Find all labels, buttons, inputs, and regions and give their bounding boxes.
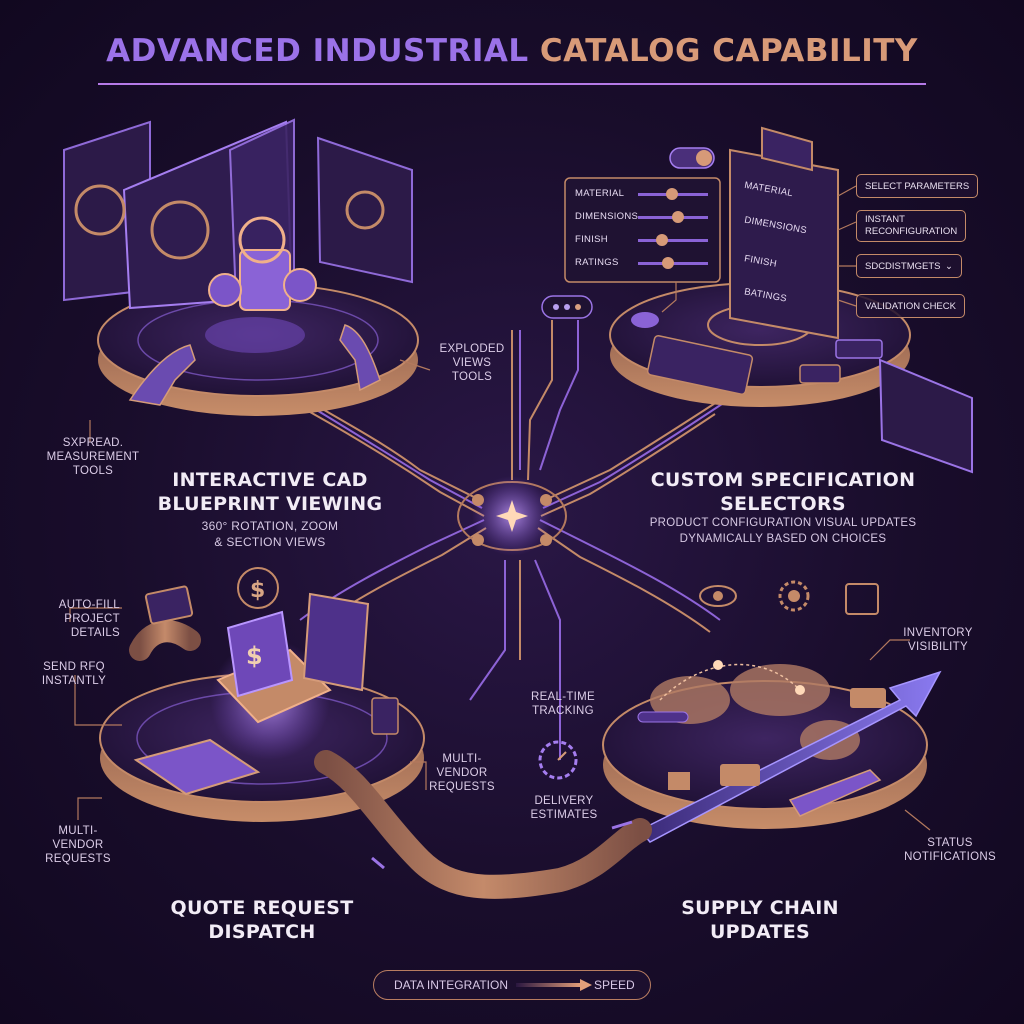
cad-label-center-2: Views (452, 357, 492, 369)
quote-multi-left-3: Requests (45, 853, 111, 865)
slider-label-ratings: Ratings (575, 257, 619, 268)
cad-label-center-1: Exploded (439, 343, 505, 355)
arrow-right-icon (516, 979, 592, 991)
callout-dropdown-value: SDCDISTMGETS (865, 260, 941, 272)
supply-label-inventory: Inventory Visibility (890, 626, 986, 654)
spec-subtitle: Product Configuration Visual Updates Dyn… (630, 515, 936, 547)
cad-heading-line2: Blueprint Viewing (157, 493, 383, 515)
quote-autofill-2: Project (64, 613, 120, 625)
cad-subtitle: 360° Rotation, Zoom & Section Views (150, 518, 390, 550)
footer-right-label: Speed (594, 978, 635, 992)
callout-instant-reconfiguration: Instant Reconfiguration (856, 210, 967, 242)
callout-dropdown[interactable]: SDCDISTMGETS ⌄ (856, 254, 962, 278)
supply-heading: Supply Chain Updates (640, 896, 880, 944)
cad-sub-line2: & Section Views (214, 535, 326, 549)
supply-status-1: Status (927, 837, 973, 849)
quote-autofill-3: Details (70, 627, 120, 639)
cad-label-measurement: Sxpread. Measurement Tools (38, 436, 148, 478)
slider-thumb[interactable] (662, 257, 674, 269)
callout-select-parameters: Select Parameters (856, 174, 979, 198)
cad-platform (63, 118, 419, 416)
quote-label-send: Send RFQ Instantly (24, 660, 124, 688)
slider-panel (564, 177, 721, 283)
callout-validation-check: Validation Check (856, 294, 965, 318)
supply-realtime-2: Tracking (532, 705, 594, 717)
quote-multi-mid-1: Multi- (442, 753, 482, 765)
slider-finish[interactable] (638, 234, 708, 246)
cad-heading: Interactive CAD Blueprint Viewing (150, 468, 390, 516)
quote-heading-line2: Dispatch (208, 921, 316, 943)
spec-heading-line2: Selectors (720, 493, 846, 515)
cad-label-left-1: Sxpread. (62, 437, 124, 449)
supply-label-delivery: Delivery Estimates (516, 794, 612, 822)
slider-label-material: Material (575, 188, 625, 199)
supply-realtime-1: Real-Time (530, 691, 596, 703)
spec-heading-line1: Custom Specification (650, 469, 916, 491)
slider-material[interactable] (638, 188, 708, 200)
gauge-icon (538, 740, 578, 780)
spec-platform (541, 126, 973, 474)
cad-heading-line1: Interactive CAD (172, 469, 368, 491)
slider-thumb[interactable] (666, 188, 678, 200)
supply-inventory-2: Visibility (908, 641, 968, 653)
cad-sub-line1: 360° Rotation, Zoom (201, 519, 339, 533)
quote-platform: $ $ (99, 567, 425, 822)
hub-star (496, 500, 528, 532)
svg-text:$: $ (250, 578, 265, 603)
slider-thumb[interactable] (656, 234, 668, 246)
cad-label-left-2: Measurement (46, 451, 140, 463)
callout-reconfiguration: Reconfiguration (865, 226, 958, 237)
slider-label-finish: Finish (575, 234, 608, 245)
supply-inventory-1: Inventory (903, 627, 973, 639)
spec-sub-line1: Product Configuration Visual Updates (649, 517, 917, 529)
page-title: Advanced Industrial Catalog Capability (0, 33, 1024, 69)
supply-heading-line2: Updates (709, 921, 811, 943)
quote-multi-left-1: Multi- (58, 825, 98, 837)
slider-dimensions[interactable] (638, 211, 708, 223)
slider-label-dimensions: Dimensions (575, 211, 639, 222)
supply-delivery-1: Delivery (534, 795, 594, 807)
cad-label-left-3: Tools (72, 465, 114, 477)
supply-label-status: Status Notifications (900, 836, 1000, 864)
supply-delivery-2: Estimates (530, 809, 598, 821)
quote-multi-mid-2: Vendor (436, 767, 488, 779)
quote-multi-mid-3: Requests (429, 781, 495, 793)
hub-nodes (472, 494, 552, 546)
title-part-2: Catalog Capability (539, 33, 918, 69)
quote-label-autofill: Auto-Fill Project Details (30, 598, 120, 640)
supply-label-realtime: Real-Time Tracking (518, 690, 608, 718)
title-part-1: Advanced Industrial (106, 33, 540, 69)
circuit-traces (289, 320, 736, 760)
spec-sub-line2: Dynamically Based on Choices (679, 533, 887, 545)
copper-pipe (314, 750, 652, 899)
slider-ratings[interactable] (638, 257, 708, 269)
quote-send-1: Send RFQ (43, 661, 105, 673)
chevron-down-icon: ⌄ (945, 260, 953, 272)
quote-label-multivendor-left: Multi- Vendor Requests (30, 824, 126, 866)
spec-heading: Custom Specification Selectors (630, 468, 936, 516)
quote-label-multivendor-mid: Multi- Vendor Requests (414, 752, 510, 794)
cad-label-center-3: Tools (451, 371, 493, 383)
footer-pill: Data Integration Speed (373, 970, 651, 1000)
supply-platform (602, 580, 942, 843)
svg-text:$: $ (246, 642, 263, 670)
cad-label-exploded: Exploded Views Tools (420, 342, 524, 384)
supply-status-2: Notifications (904, 851, 996, 863)
quote-send-2: Instantly (41, 675, 107, 687)
slider-thumb[interactable] (672, 211, 684, 223)
quote-heading: Quote Request Dispatch (140, 896, 384, 944)
quote-heading-line1: Quote Request (170, 897, 354, 919)
supply-heading-line1: Supply Chain (681, 897, 839, 919)
quote-multi-left-2: Vendor (52, 839, 104, 851)
callout-instant: Instant (865, 214, 905, 225)
footer-left-label: Data Integration (394, 978, 509, 992)
quote-autofill-1: Auto-Fill (58, 599, 120, 611)
